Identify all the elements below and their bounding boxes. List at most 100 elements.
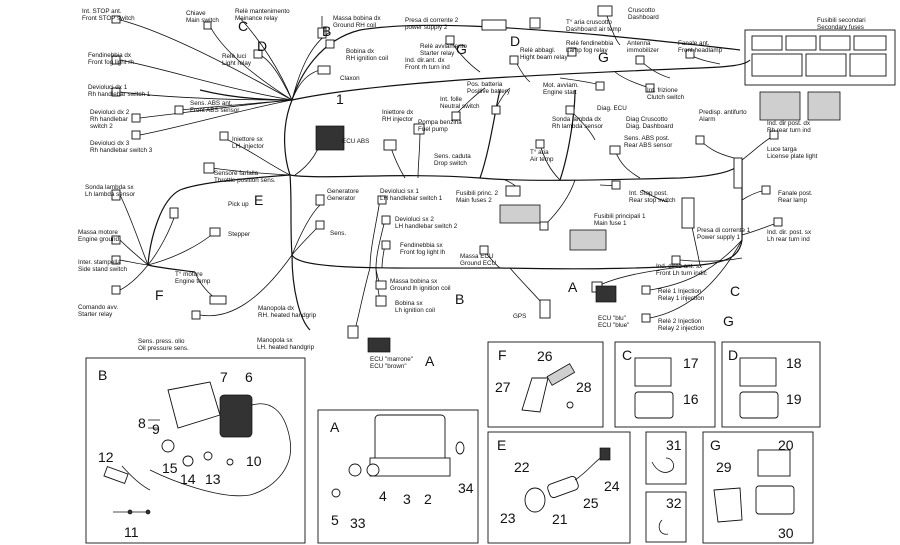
- label-ecu-abs: ECU ABS: [342, 138, 369, 145]
- connector: [685, 49, 695, 59]
- connector: [315, 220, 325, 230]
- connectors: [111, 5, 783, 339]
- part-number-9: 9: [152, 421, 160, 437]
- connector: [111, 15, 121, 24]
- connector: [539, 221, 549, 231]
- label-pick-up: Pick up: [228, 201, 249, 208]
- connector: [769, 130, 779, 140]
- callout-b-coil: B: [322, 23, 331, 39]
- part-number-7: 7: [220, 369, 228, 385]
- callout-c-relay1: C: [730, 283, 740, 299]
- callout-f-temp: F: [155, 287, 164, 303]
- label-front-headlamp: Fanale ant.Front headlamp: [678, 40, 723, 54]
- panel-31: 31: [645, 431, 687, 485]
- connector: [413, 123, 425, 135]
- callout-c-relay: C: [238, 18, 248, 34]
- connector: [131, 113, 141, 123]
- connector: [567, 47, 577, 57]
- callout-a-ecu-blue: A: [568, 279, 578, 295]
- ecu-brown-unit: [367, 337, 391, 353]
- connector: [111, 285, 121, 295]
- callout-g-lamp: G: [598, 49, 609, 65]
- part-number-24: 24: [604, 478, 620, 494]
- callout-d-light: D: [257, 38, 267, 54]
- connector: [209, 227, 221, 237]
- fuse-label-table: [569, 229, 607, 251]
- ecu-blue-unit: [595, 285, 617, 303]
- part-number-22: 22: [514, 459, 530, 475]
- part-number-29: 29: [716, 459, 732, 475]
- part-number-27: 27: [495, 379, 511, 395]
- callout-main-ref: 1: [336, 91, 344, 107]
- part-number-31: 31: [666, 437, 682, 453]
- connector: [641, 313, 651, 323]
- part-number-2: 2: [424, 491, 432, 507]
- part-number-11: 11: [124, 524, 139, 540]
- part-number-19: 19: [786, 391, 802, 407]
- connector: [645, 83, 655, 93]
- label-stepper: Stepper: [228, 231, 250, 238]
- panel-g-title: G: [710, 437, 721, 453]
- connector: [111, 55, 121, 65]
- connector: [381, 215, 391, 225]
- part-number-10: 10: [246, 453, 262, 469]
- label-rear-lamp: Fanale post.Rear lamp: [778, 190, 813, 204]
- part-number-4: 4: [379, 488, 387, 504]
- connector: [509, 55, 519, 65]
- fuse-label-table: [499, 204, 541, 224]
- part-number-28: 28: [576, 379, 592, 395]
- connector: [529, 17, 541, 29]
- panel-e-title: E: [497, 437, 506, 453]
- label-ecu-brown: ECU "marrone"ECU "brown": [370, 356, 413, 370]
- connector: [209, 295, 227, 305]
- connector: [111, 87, 121, 97]
- part-number-17: 17: [683, 355, 699, 371]
- part-number-18: 18: [786, 355, 802, 371]
- fuse-label-table: [759, 91, 801, 121]
- part-number-3: 3: [403, 491, 411, 507]
- connector: [641, 285, 651, 295]
- connector: [203, 21, 212, 30]
- label-front-abs-sensor: Sens. ABS ant.Front ABS sensor: [190, 100, 239, 114]
- power-supply-1-connector: [681, 197, 695, 229]
- panel-c-title: C: [622, 347, 632, 363]
- fuse-label-table: [807, 91, 841, 121]
- connector: [451, 111, 461, 121]
- label-ecu-blue: ECU "blu"ECU "blue": [598, 315, 629, 329]
